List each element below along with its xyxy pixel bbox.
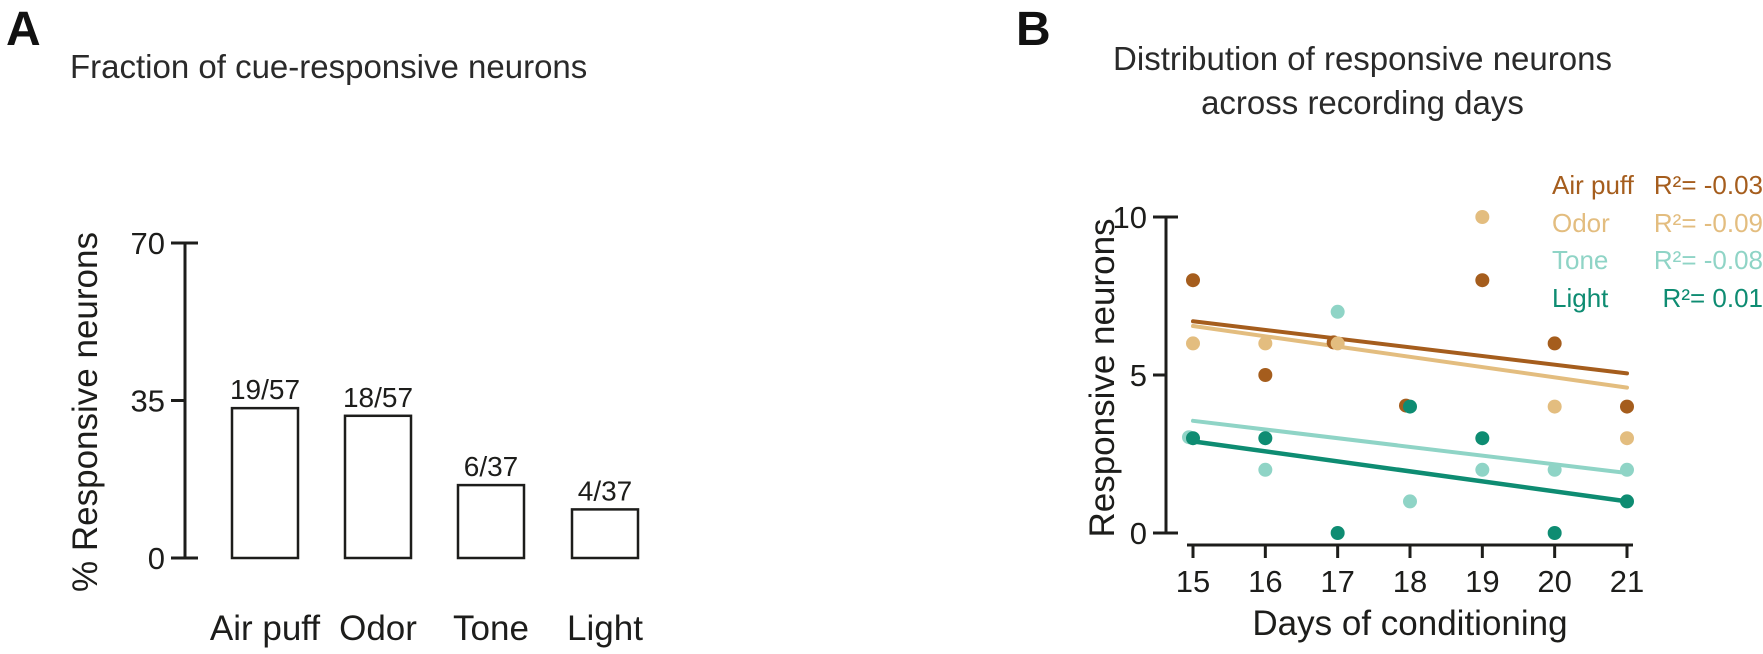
panel-a-y-tick-label: 35 <box>131 384 165 419</box>
dot-light-day18 <box>1402 399 1417 414</box>
dot-light-day16 <box>1258 431 1273 446</box>
legend-r2-value: R²= -0.03 <box>1653 170 1763 200</box>
panel-a-y-tick-label: 70 <box>131 226 165 261</box>
bar-category-label: Light <box>567 609 643 648</box>
panel-b-title-line2: across recording days <box>1201 84 1524 121</box>
dot-odor-day15 <box>1186 336 1200 351</box>
panel-b-x-tick-label: 21 <box>1610 564 1644 599</box>
bar-category-label: Odor <box>339 609 417 648</box>
dot-air-puff-day19 <box>1475 273 1490 288</box>
bar-tone <box>456 483 526 560</box>
panel-a-letter: A <box>6 3 41 56</box>
legend-series-name: Light <box>1552 282 1609 313</box>
legend-r2-value: R²= -0.08 <box>1653 245 1763 275</box>
legend-row-light: Light R²= 0.01 <box>1552 283 1763 321</box>
bar-light <box>570 508 640 560</box>
panel-b-x-tick-label: 17 <box>1320 564 1354 599</box>
dot-air-puff-day15 <box>1186 273 1200 288</box>
dot-odor-day16 <box>1258 336 1273 351</box>
panel-b-x-tick-label: 18 <box>1393 564 1427 599</box>
bar-category-label: Tone <box>453 609 529 648</box>
trend-line-air-puff <box>1191 319 1629 376</box>
dot-light-day15 <box>1186 431 1200 446</box>
dot-tone-day18 <box>1402 494 1417 509</box>
panel-b-y-tick-label: 5 <box>1130 358 1147 393</box>
dot-air-puff-day21 <box>1619 399 1634 414</box>
legend-row-odor: Odor R²= -0.09 <box>1552 208 1763 246</box>
panel-b-y-axis <box>1164 215 1178 535</box>
dot-light-day21 <box>1619 494 1634 509</box>
dot-tone-day16 <box>1258 462 1273 477</box>
dot-light-day20 <box>1547 526 1562 540</box>
bar-value-label: 4/37 <box>578 475 633 506</box>
bar-air-puff <box>230 406 300 560</box>
trend-line-light <box>1190 439 1630 504</box>
dot-air-puff-day16 <box>1258 368 1273 382</box>
panel-b-title-line1: Distribution of responsive neurons <box>1113 40 1612 77</box>
panel-b-y-tick-label: 10 <box>1113 200 1147 235</box>
panel-b-x-tick-label: 19 <box>1465 564 1499 599</box>
dot-odor-day17 <box>1330 336 1345 351</box>
panel-b-y-tick-label: 0 <box>1130 516 1147 551</box>
panel-b-x-tick-label: 15 <box>1176 564 1210 599</box>
bar-value-label: 18/57 <box>343 382 413 413</box>
panel-a-y-tick-label: 0 <box>148 541 165 576</box>
legend-series-name: Tone <box>1552 245 1609 275</box>
panel-b-x-tick-label: 20 <box>1537 564 1571 599</box>
trend-line-odor <box>1191 324 1629 390</box>
legend-row-tone: Tone R²= -0.08 <box>1552 245 1763 283</box>
legend-r2-value: R²= -0.09 <box>1653 207 1763 238</box>
dot-light-day19 <box>1475 431 1490 446</box>
legend-series-name: Air puff <box>1552 170 1634 200</box>
dot-air-puff-day20 <box>1547 336 1562 351</box>
bar-value-label: 19/57 <box>230 374 300 405</box>
dot-tone-day19 <box>1475 462 1490 477</box>
dot-odor-day20 <box>1547 399 1562 414</box>
bar-category-label: Air puff <box>210 609 321 648</box>
trend-line-tone <box>1191 418 1629 475</box>
dot-odor-day19 <box>1475 210 1490 224</box>
dot-tone-day21 <box>1619 462 1634 477</box>
legend-row-air-puff: Air puff R²= -0.03 <box>1552 170 1763 208</box>
panel-a-title: Fraction of cue-responsive neurons <box>70 48 588 85</box>
dot-odor-day21 <box>1619 431 1634 446</box>
legend-r2-value: R²= 0.01 <box>1662 282 1763 313</box>
bar-value-label: 6/37 <box>464 451 519 482</box>
dot-tone-day20 <box>1547 462 1562 477</box>
legend-series-name: Odor <box>1552 207 1610 238</box>
panel-b-x-axis-label: Days of conditioning <box>1252 604 1568 643</box>
panel-b-letter: B <box>1016 3 1051 56</box>
dot-tone-day17 <box>1330 304 1345 319</box>
panel-b-x-tick-label: 16 <box>1248 564 1282 599</box>
dot-light-day17 <box>1330 526 1345 540</box>
bar-odor <box>343 414 413 560</box>
